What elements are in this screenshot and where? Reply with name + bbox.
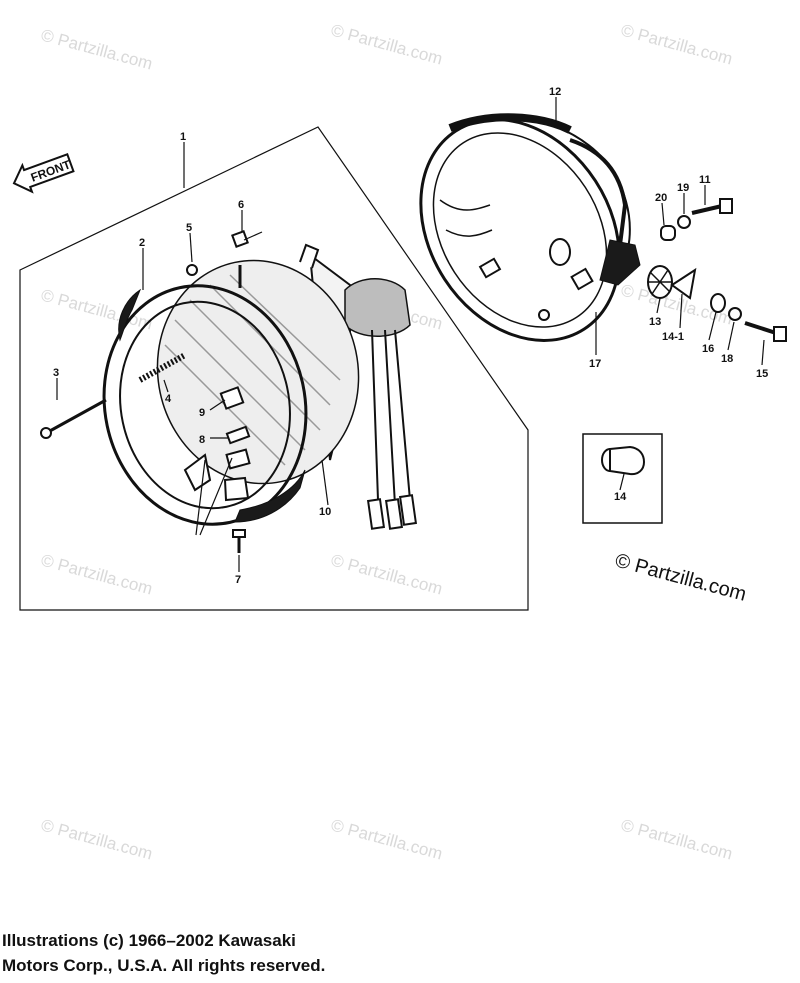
washer-5 — [186, 264, 198, 276]
damper-14-1 — [670, 267, 697, 300]
damper-14 — [601, 445, 646, 476]
watermark: © Partzilla.com — [329, 816, 445, 864]
callout-14: 14 — [614, 491, 627, 503]
adjusting-spring — [138, 352, 187, 383]
callout-1: 1 — [180, 131, 186, 143]
callout-8: 8 — [199, 434, 205, 446]
callout-14-1: 14-1 — [662, 331, 684, 343]
inset-box — [582, 433, 663, 524]
watermark: © Partzilla.com — [39, 26, 155, 74]
watermark-layer: © Partzilla.com © Partzilla.com © Partzi… — [39, 21, 735, 864]
callout-12: 12 — [549, 86, 561, 98]
callout-10: 10 — [319, 506, 331, 518]
mounting-brackets — [183, 386, 251, 502]
callout-18: 18 — [721, 353, 733, 365]
headlight-unit — [156, 243, 418, 530]
headlight-rim — [102, 284, 308, 526]
washer-19 — [677, 215, 691, 229]
callout-11: 11 — [699, 174, 711, 186]
callout-3: 3 — [53, 367, 59, 379]
callout-17: 17 — [589, 358, 601, 370]
washer-18 — [728, 307, 742, 321]
leader-lines — [56, 97, 765, 572]
caption-line-1: Illustrations (c) 1966–2002 Kawasaki — [2, 931, 296, 950]
watermark: © Partzilla.com — [619, 21, 735, 69]
bolt-11 — [691, 198, 733, 215]
assembly-outline — [19, 126, 529, 611]
callout-4: 4 — [165, 393, 172, 405]
callout-2: 2 — [139, 237, 145, 249]
screw-3 — [40, 398, 107, 439]
callout-6: 6 — [238, 199, 244, 211]
callout-9: 9 — [199, 407, 205, 419]
nut-6 — [231, 230, 249, 248]
callout-16: 16 — [702, 343, 714, 355]
callout-20: 20 — [655, 192, 667, 204]
watermark: © Partzilla.com — [39, 816, 155, 864]
watermark: © Partzilla.com — [619, 816, 735, 864]
damper-13 — [647, 265, 673, 299]
callout-13: 13 — [649, 316, 661, 328]
watermark: © Partzilla.com — [39, 551, 155, 599]
copyright-caption: Illustrations (c) 1966–2002 Kawasaki Mot… — [2, 928, 325, 978]
callout-15: 15 — [756, 368, 768, 380]
collar-20 — [660, 225, 676, 241]
watermark-main: © Partzilla.com — [613, 550, 749, 606]
callouts: 1 2 3 4 5 6 7 8 9 10 11 12 13 14-1 14 15… — [53, 86, 768, 586]
bolt-15 — [744, 321, 787, 342]
caption-line-2: Motors Corp., U.S.A. All rights reserved… — [2, 956, 326, 975]
screw-7 — [232, 529, 246, 553]
callout-7: 7 — [235, 574, 241, 586]
headlight-housing — [419, 113, 641, 342]
callout-5: 5 — [186, 222, 192, 234]
callout-19: 19 — [677, 182, 689, 194]
watermark: © Partzilla.com — [329, 21, 445, 69]
watermark: © Partzilla.com — [329, 551, 445, 599]
front-arrow-icon: FRONT — [12, 153, 75, 194]
washer-16 — [710, 293, 726, 313]
